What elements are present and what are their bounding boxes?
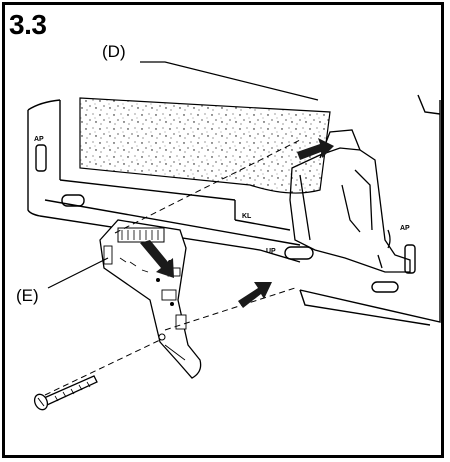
figure-frame [2, 2, 444, 458]
callout-leaders [47, 61, 319, 289]
leader-e [47, 257, 109, 289]
callout-d: (D) [102, 42, 126, 61]
leader-d [140, 61, 319, 101]
arrow-lower [238, 282, 272, 308]
panel-label-ap-right: AP [400, 225, 410, 232]
right-lower-button [371, 281, 399, 293]
panel-buttons [35, 144, 416, 293]
grille-panel [79, 97, 331, 194]
panel-label-ap-left: AP [34, 136, 44, 143]
ap-left-button [35, 144, 47, 172]
panel-label-up: UP [266, 248, 276, 255]
up-button [284, 246, 314, 260]
panel-label-kl: KL [242, 213, 252, 220]
callout-e: (E) [16, 286, 39, 305]
circuit-board [99, 219, 202, 379]
heater-body [27, 94, 441, 326]
board-connector [117, 227, 165, 243]
step-number: 3.3 [9, 9, 47, 40]
screw [33, 375, 98, 411]
assembly-arrows [140, 138, 334, 308]
arrow-upper [297, 138, 334, 160]
left-lower-button [61, 194, 85, 207]
guide-lines [44, 139, 301, 396]
ap-right-button [404, 244, 416, 274]
arrow-board [140, 240, 174, 278]
